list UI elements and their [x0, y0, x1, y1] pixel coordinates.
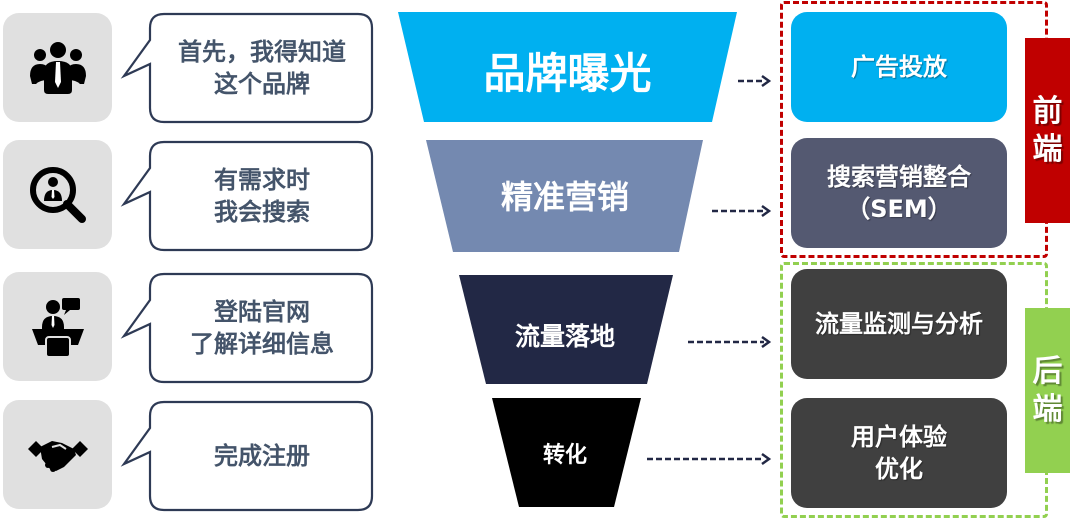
bubble-text-line: 了解详细信息 — [190, 330, 334, 358]
box-text-line: 用户体验 — [851, 423, 947, 451]
funnel-label-traffic-landing: 流量落地 — [514, 322, 615, 351]
dashed-arrow — [738, 72, 772, 88]
dashed-arrow — [647, 450, 772, 466]
box-text-line: （SEM） — [846, 195, 952, 223]
tag-char: 前 — [1032, 93, 1063, 129]
icon-tile-website — [3, 272, 112, 381]
icon-tile-register — [3, 400, 112, 509]
bubble-text-line: 我会搜索 — [214, 198, 310, 226]
bubble-text-line: 首先，我得知道 — [178, 38, 346, 66]
icon-tile-search — [3, 140, 112, 249]
box-text-line: 优化 — [875, 455, 923, 483]
bubble-text-line: 登陆官网 — [214, 298, 310, 326]
speech-bubble-search: 有需求时 我会搜索 — [120, 140, 374, 252]
bubble-text-line: 完成注册 — [214, 442, 310, 470]
handshake-icon — [27, 440, 88, 472]
tag-char: 端 — [1032, 131, 1063, 167]
box-sem-integration: 搜索营销整合 （SEM） — [791, 138, 1007, 248]
speech-bubble-brand: 首先，我得知道 这个品牌 — [120, 12, 374, 124]
speech-bubble-register: 完成注册 — [120, 400, 374, 512]
icon-tile-brand — [3, 13, 112, 122]
box-ad-placement: 广告投放 — [791, 12, 1007, 122]
backend-tag: 后 端 — [1025, 308, 1070, 473]
frontend-tag: 前 端 — [1025, 38, 1070, 223]
box-text-line: 流量监测与分析 — [815, 310, 983, 338]
dashed-arrow — [712, 202, 772, 218]
bubble-text-line: 这个品牌 — [214, 70, 310, 98]
box-text-line: 搜索营销整合 — [827, 163, 971, 191]
dashed-arrow — [688, 333, 772, 349]
search-person-icon — [29, 166, 86, 223]
funnel-label-precision-marketing: 精准营销 — [500, 178, 629, 216]
box-ux-optimization: 用户体验 优化 — [791, 398, 1007, 508]
tag-char: 后 — [1032, 353, 1063, 389]
presenter-chat-icon — [31, 297, 84, 358]
funnel-label-brand-exposure: 品牌曝光 — [483, 48, 652, 98]
box-traffic-monitoring: 流量监测与分析 — [791, 269, 1007, 379]
box-text-line: 广告投放 — [851, 53, 947, 81]
tag-char: 端 — [1032, 391, 1063, 427]
speech-bubble-website: 登陆官网 了解详细信息 — [120, 272, 374, 384]
bubble-text-line: 有需求时 — [214, 166, 310, 194]
funnel-label-conversion: 转化 — [542, 443, 587, 468]
group-users-icon — [29, 41, 86, 94]
